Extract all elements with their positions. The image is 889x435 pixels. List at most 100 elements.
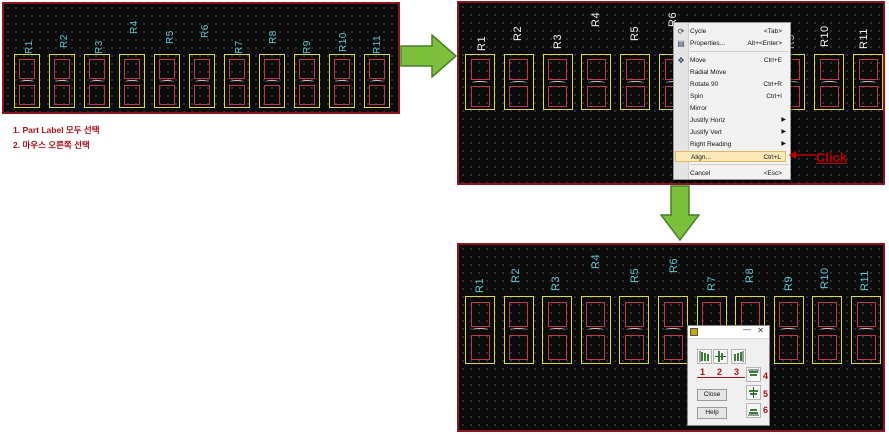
resistor-footprint[interactable] <box>812 296 843 364</box>
resistor-footprint[interactable] <box>619 296 650 364</box>
part-label-r6[interactable]: R6 <box>200 24 211 38</box>
resistor-footprint[interactable] <box>620 54 651 110</box>
menu-item-label: Justify Vert <box>690 129 722 136</box>
menu-item-shortcut: <Esc> <box>763 170 782 177</box>
instruction-step-1: 1. Part Label 모두 선택 <box>13 125 100 135</box>
menu-item-label: Move <box>690 57 706 64</box>
align-middle-button[interactable] <box>746 385 761 400</box>
part-label-r3[interactable]: R3 <box>552 33 564 49</box>
resistor-footprint[interactable] <box>189 54 215 108</box>
part-label-r3[interactable]: R3 <box>550 275 562 291</box>
part-label-r10[interactable]: R10 <box>819 25 831 47</box>
part-label-r11[interactable]: R11 <box>859 270 871 291</box>
part-label-r5[interactable]: R5 <box>165 30 176 44</box>
menu-item-align[interactable]: Align...Ctrl+L <box>675 151 786 162</box>
close-x-button[interactable]: ✕ <box>757 326 764 335</box>
menu-item-label: Right Reading <box>690 141 732 148</box>
part-label-r1[interactable]: R1 <box>474 277 486 293</box>
resistor-footprint[interactable] <box>851 296 881 364</box>
resistor-footprint[interactable] <box>294 54 320 108</box>
resistor-footprint[interactable] <box>49 54 75 108</box>
resistor-footprint[interactable] <box>580 296 611 364</box>
click-callout: Click <box>816 150 848 165</box>
resistor-footprint[interactable] <box>503 54 534 110</box>
part-label-r8[interactable]: R8 <box>268 30 279 44</box>
part-label-r6[interactable]: R6 <box>668 257 680 273</box>
align-left-button[interactable] <box>697 349 712 364</box>
resistor-footprint[interactable] <box>658 296 688 364</box>
menu-item-justify-vert[interactable]: Justify Vert▶ <box>690 127 786 138</box>
menu-item-label: Cycle <box>690 28 707 35</box>
resistor-footprint[interactable] <box>14 54 40 108</box>
resistor-footprint[interactable] <box>773 296 804 364</box>
align-dialog-titlebar: — ✕ <box>688 325 769 339</box>
part-label-r4[interactable]: R4 <box>129 20 140 34</box>
annotation-number-1: 1 <box>700 367 706 377</box>
part-label-r1[interactable]: R1 <box>476 35 488 51</box>
resistor-footprint[interactable] <box>542 296 573 364</box>
menu-item-cycle[interactable]: Cycle <Tab> <box>690 26 786 37</box>
part-label-r7[interactable]: R7 <box>234 40 245 54</box>
menu-separator <box>690 164 788 165</box>
menu-item-justify-horiz[interactable]: Justify Horiz▶ <box>690 115 786 126</box>
part-label-r10[interactable]: R10 <box>819 267 831 289</box>
resistor-footprint[interactable] <box>329 54 355 108</box>
menu-item-radial-move[interactable]: Radial Move <box>690 67 786 78</box>
resistor-footprint[interactable] <box>465 54 495 110</box>
part-label-r7[interactable]: R7 <box>706 275 718 291</box>
resistor-footprint[interactable] <box>154 54 180 108</box>
menu-item-properties[interactable]: Properties...Alt+<Enter> <box>690 38 786 49</box>
align-middle-icon <box>749 387 758 398</box>
close-button[interactable]: Close <box>697 389 727 401</box>
align-left-icon <box>699 351 709 362</box>
align-top-button[interactable] <box>746 367 761 382</box>
part-label-r5[interactable]: R5 <box>629 267 641 283</box>
part-label-r11[interactable]: R11 <box>858 28 870 49</box>
resistor-footprint[interactable] <box>814 54 845 110</box>
part-label-r10[interactable]: R10 <box>338 32 349 52</box>
resistor-footprint[interactable] <box>259 54 285 108</box>
resistor-footprint[interactable] <box>581 54 612 110</box>
annotation-number-2: 2 <box>717 367 723 377</box>
resistor-footprint[interactable] <box>84 54 110 108</box>
part-label-r4[interactable]: R4 <box>590 253 602 269</box>
cycle-icon: ⟳ <box>677 27 685 36</box>
resistor-footprint[interactable] <box>465 296 495 364</box>
menu-item-cancel[interactable]: Cancel<Esc> <box>690 168 786 179</box>
part-label-r11[interactable]: R11 <box>372 34 383 54</box>
resistor-footprint[interactable] <box>224 54 250 108</box>
part-label-r9[interactable]: R9 <box>302 40 313 54</box>
align-center-button[interactable] <box>713 349 728 364</box>
menu-item-shortcut: <Tab> <box>763 28 782 35</box>
part-label-r9[interactable]: R9 <box>783 275 795 291</box>
part-label-r4[interactable]: R4 <box>590 11 602 27</box>
align-right-button[interactable] <box>731 349 746 364</box>
context-menu: Cycle<Tab>⟳Properties...Alt+<Enter>▤Move… <box>673 22 791 180</box>
part-label-r2[interactable]: R2 <box>512 25 524 41</box>
help-button[interactable]: Help <box>697 407 727 419</box>
menu-item-shortcut: Alt+<Enter> <box>747 40 782 47</box>
align-bottom-button[interactable] <box>746 403 761 418</box>
part-label-r5[interactable]: R5 <box>629 25 641 41</box>
align-right-icon <box>734 351 744 362</box>
align-top-icon <box>748 369 759 376</box>
part-label-r3[interactable]: R3 <box>94 40 105 54</box>
resistor-footprint[interactable] <box>542 54 573 110</box>
minimize-button[interactable]: — <box>743 325 751 334</box>
part-label-r2[interactable]: R2 <box>59 34 70 48</box>
menu-item-mirror[interactable]: Mirror <box>690 103 786 114</box>
part-label-r8[interactable]: R8 <box>744 267 756 283</box>
menu-item-shortcut: Ctrl+E <box>763 57 782 64</box>
menu-item-right-reading[interactable]: Right Reading▶ <box>690 139 786 150</box>
part-label-r1[interactable]: R1 <box>24 40 35 54</box>
resistor-footprint[interactable] <box>503 296 534 364</box>
menu-item-move[interactable]: Move Ctrl+E <box>690 55 786 66</box>
resistor-footprint[interactable] <box>364 54 390 108</box>
menu-item-shortcut: Ctrl+R <box>763 81 782 88</box>
resistor-footprint[interactable] <box>853 54 883 110</box>
resistor-footprint[interactable] <box>119 54 145 108</box>
part-label-r2[interactable]: R2 <box>510 267 522 283</box>
